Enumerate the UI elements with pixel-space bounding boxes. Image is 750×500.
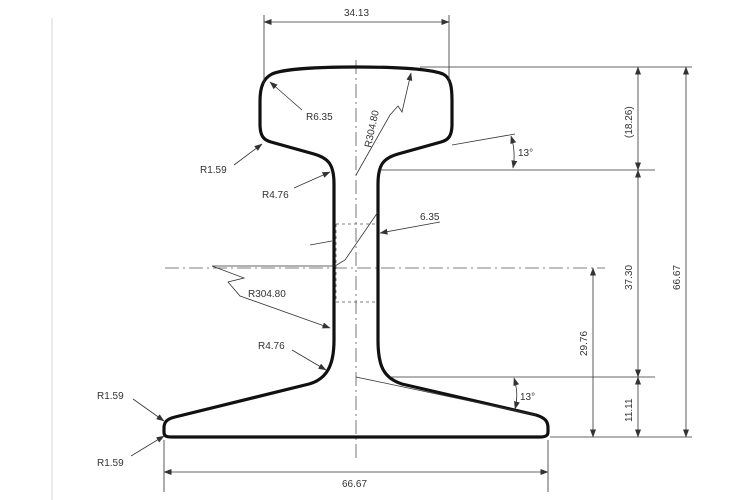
- web-radius-label: R304.80: [248, 289, 286, 300]
- lower-angle-arc: [513, 377, 520, 410]
- lower-angle-slope-line: [355, 376, 537, 416]
- head-fillet-radius-leader: [233, 143, 263, 166]
- upper-angle-label: 13°: [518, 148, 533, 159]
- web-thickness-leader-left: [309, 240, 333, 246]
- head-crown-radius-label: R304.80: [363, 109, 382, 149]
- head-corner-radius-label: R6.35: [306, 112, 333, 123]
- base-thickness-label: 11.11: [624, 398, 635, 422]
- web-thickness-label: 6.35: [420, 212, 440, 223]
- web-radius-leader: [211, 211, 379, 329]
- head-crown-radius-leader: [355, 72, 413, 176]
- head-fillet-radius-label: R1.59: [200, 165, 227, 176]
- neutral-axis-height-label: 29.76: [579, 331, 590, 356]
- base-upper-edge-leader: [132, 398, 165, 422]
- head-width-label: 34.13: [344, 8, 369, 19]
- rail-profile-outline: [162, 65, 550, 439]
- head-web-fillet-leader: [293, 171, 331, 189]
- head-height-label: (18.26): [624, 106, 635, 138]
- base-width-label: 66.67: [342, 479, 367, 490]
- head-web-fillet-label: R4.76: [262, 190, 289, 201]
- total-height-label: 66.67: [672, 265, 683, 290]
- upper-angle-slope-line: [451, 133, 516, 146]
- base-lower-edge-label: R1.59: [97, 458, 124, 469]
- lower-angle-label: 13°: [520, 392, 535, 403]
- upper-angle-arc: [510, 135, 518, 169]
- web-thickness-leader: [379, 221, 441, 235]
- base-lower-edge-leader: [130, 435, 165, 457]
- base-web-fillet-label: R4.76: [258, 341, 285, 352]
- web-height-label: 37.30: [624, 265, 635, 290]
- base-upper-edge-label: R1.59: [97, 391, 124, 402]
- head-corner-radius-leader: [269, 81, 303, 111]
- base-web-fillet-leader: [291, 349, 327, 371]
